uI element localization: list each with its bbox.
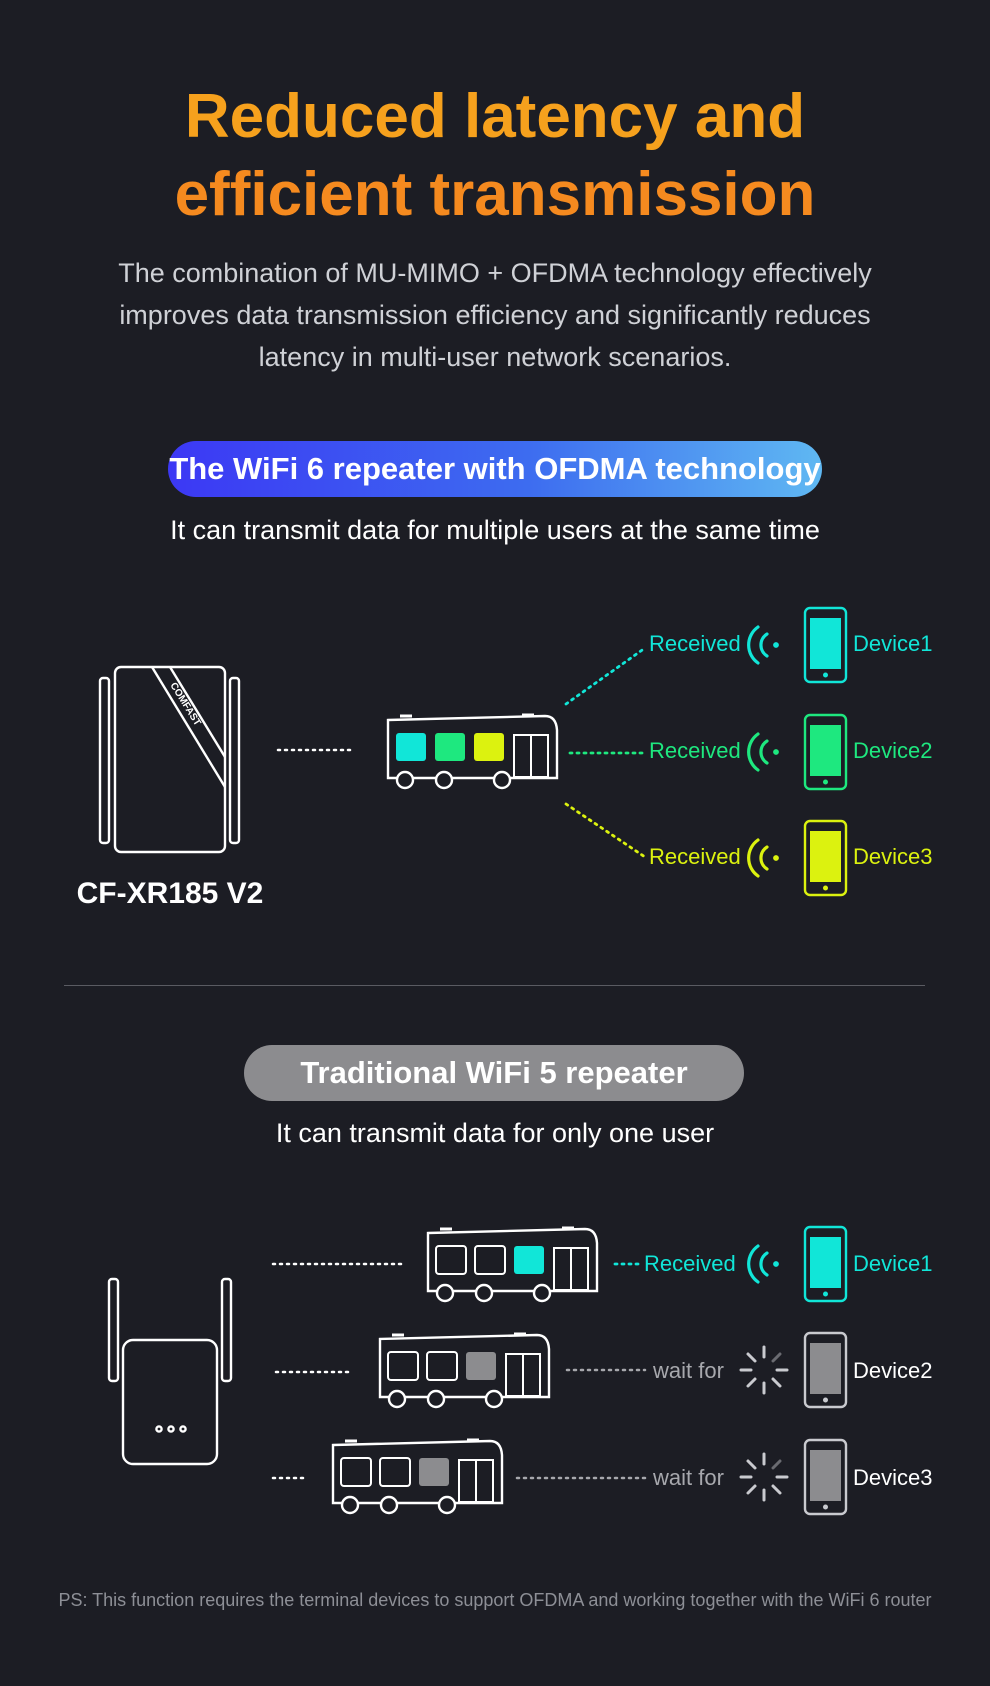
wifi5-status-1: Received <box>644 1251 736 1276</box>
loading-spinner-icon <box>739 1452 789 1502</box>
wifi-signal-icon <box>747 1244 781 1284</box>
wifi5-badge: Traditional WiFi 5 repeater <box>244 1045 744 1101</box>
repeater-icon <box>107 1277 233 1466</box>
bus-icon <box>386 713 559 790</box>
title-line-1: Reduced latency and <box>184 82 806 151</box>
ofdma-badge: The WiFi 6 repeater with OFDMA technolog… <box>168 441 822 497</box>
bus-icon <box>331 1438 504 1515</box>
wifi5-subtitle: It can transmit data for only one user <box>275 1118 715 1148</box>
wifi-signal-icon <box>747 732 781 772</box>
ofdma-subtitle: It can transmit data for multiple users … <box>170 515 820 545</box>
wifi-signal-icon <box>747 625 781 665</box>
phone-icon <box>803 1438 848 1516</box>
wifi5-status-2: wait for <box>653 1358 724 1383</box>
phone-icon <box>803 713 848 791</box>
ofdma-status-1: Received <box>649 631 741 656</box>
loading-spinner-icon <box>739 1345 789 1395</box>
ofdma-status-2: Received <box>649 738 741 763</box>
footnote: PS: This function requires the terminal … <box>58 1590 932 1610</box>
repeater-icon: COMFAST <box>98 665 241 854</box>
title-line-2: efficient transmission <box>174 160 816 229</box>
phone-icon <box>803 606 848 684</box>
ofdma-device-1: Device1 <box>853 631 933 656</box>
wifi5-device-1: Device1 <box>853 1251 933 1276</box>
wifi-signal-icon <box>747 838 781 878</box>
description: The combination of MU-MIMO + OFDMA techn… <box>118 258 872 372</box>
bus-icon <box>378 1332 551 1409</box>
phone-icon <box>803 1331 848 1409</box>
wifi5-status-3: wait for <box>653 1465 724 1490</box>
section-divider <box>64 985 925 986</box>
phone-icon <box>803 1225 848 1303</box>
model-name: CF-XR185 V2 <box>76 877 264 910</box>
ofdma-status-3: Received <box>649 844 741 869</box>
page-title: Reduced latency and efficient transmissi… <box>0 78 990 234</box>
wifi5-device-2: Device2 <box>853 1358 933 1383</box>
phone-icon <box>803 819 848 897</box>
ofdma-device-2: Device2 <box>853 738 933 763</box>
wifi5-device-3: Device3 <box>853 1465 933 1490</box>
ofdma-device-3: Device3 <box>853 844 933 869</box>
bus-icon <box>426 1226 599 1303</box>
